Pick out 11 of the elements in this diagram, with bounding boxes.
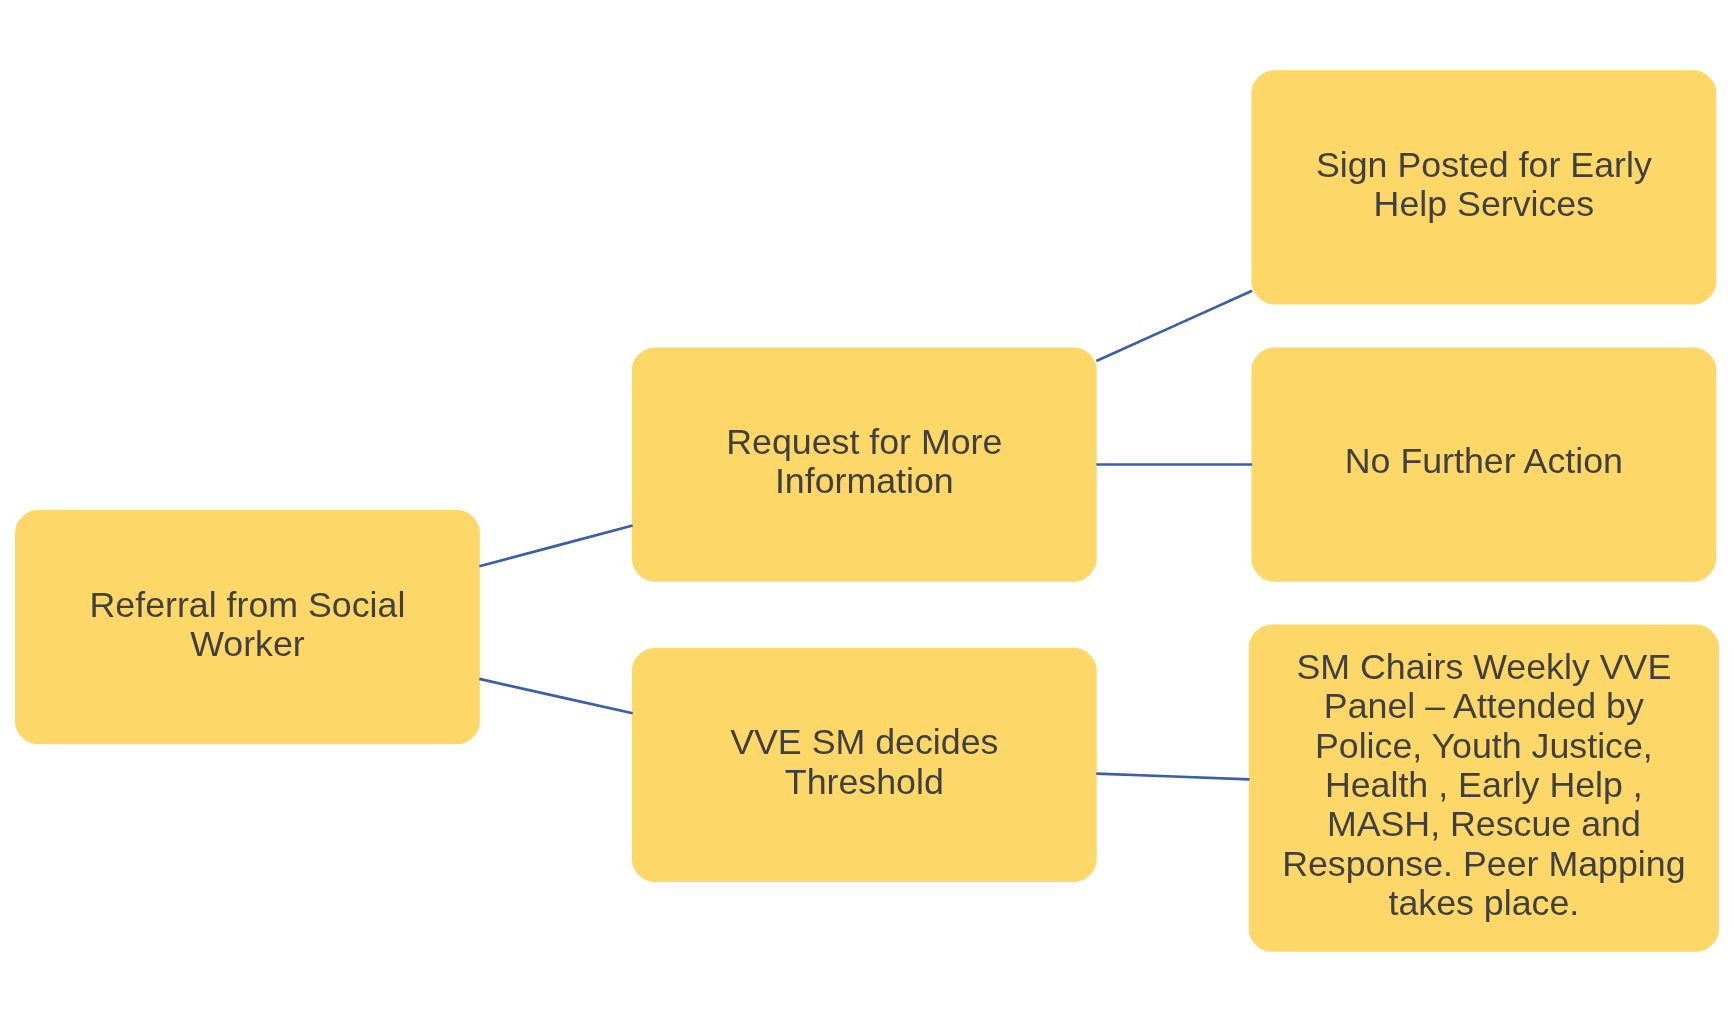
connector <box>1095 289 1253 362</box>
node-box: Referral from Social Worker <box>15 509 480 744</box>
connector <box>1096 771 1250 781</box>
node-box: SM Chairs Weekly VVE Panel – Attended by Police, Youth Justice, Health , Early Help , MASH, Rescue and Response. Peer Mapping takes place. <box>1248 624 1719 952</box>
connector <box>1096 462 1253 466</box>
connector <box>479 677 633 715</box>
connector <box>479 523 633 567</box>
node-box: Request for More Information <box>631 346 1097 582</box>
node-box: No Further Action <box>1251 346 1717 582</box>
node-box: Sign Posted for Early Help Services <box>1251 69 1717 304</box>
node-box: VVE SM decides Threshold <box>631 647 1097 882</box>
